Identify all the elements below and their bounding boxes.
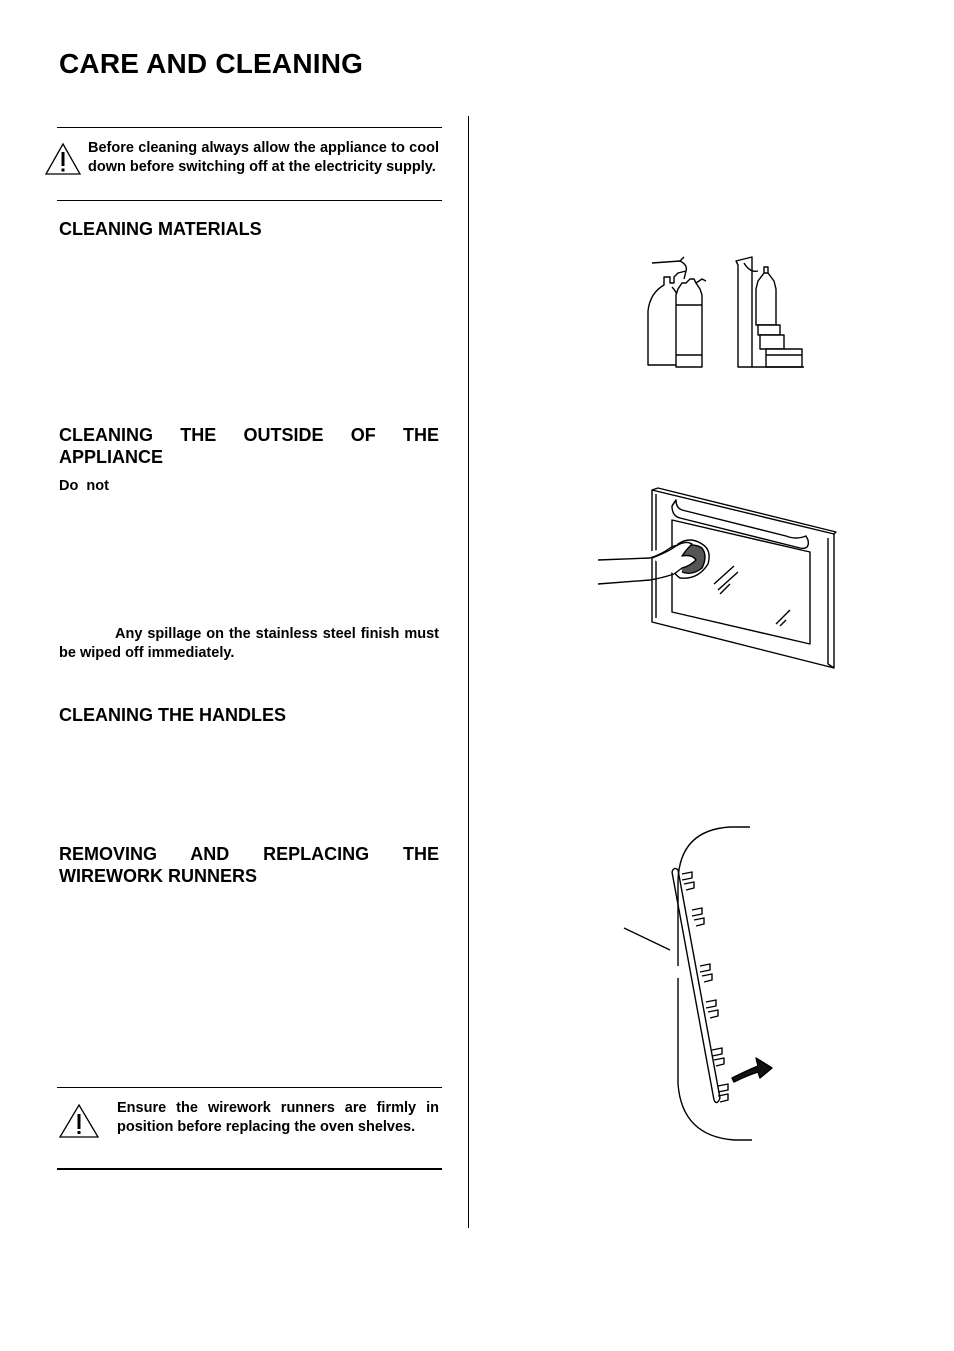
warning-bottom-top-rule: [57, 1087, 442, 1088]
page-title: CARE AND CLEANING: [59, 48, 364, 79]
heading-cleaning-handles: CLEANING THE HANDLES: [59, 705, 287, 725]
warning-triangle-icon: [58, 1103, 100, 1144]
cleaning-products-illustration: [640, 255, 810, 378]
warning-top-text: Before cleaning always allow the applian…: [88, 140, 439, 175]
oven-door-wiping-illustration: [596, 486, 840, 679]
wirework-runner-illustration: [620, 824, 790, 1151]
do-not-text: Do not: [59, 478, 109, 494]
warning-triangle-icon: [44, 142, 82, 181]
heading-cleaning-materials: CLEANING MATERIALS: [59, 219, 262, 239]
heading-cleaning-outside: CLEANING THE OUTSIDE OF THE APPLIANCE: [59, 425, 439, 467]
warning-bottom-bottom-rule: [57, 1168, 442, 1170]
column-divider: [468, 116, 469, 1228]
spillage-text: Any spillage on the stainless steel fini…: [59, 626, 439, 661]
warning-top-bottom-rule: [57, 200, 442, 201]
heading-wirework-runners: REMOVING AND REPLACING THE WIREWORK RUNN…: [59, 844, 439, 886]
warning-top-rule: [57, 127, 442, 128]
warning-bottom-text: Ensure the wirework runners are firmly i…: [117, 1100, 439, 1135]
